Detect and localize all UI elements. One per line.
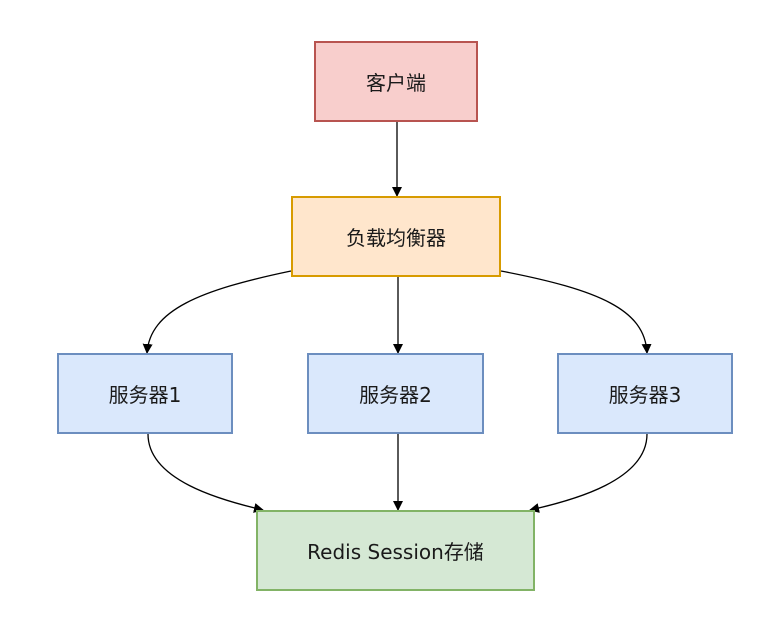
client-label: 客户端: [366, 71, 426, 95]
redis-session-store-label: Redis Session存储: [307, 540, 484, 564]
server-1-label: 服务器1: [108, 383, 182, 407]
client-node: 客户端: [314, 41, 478, 122]
edge-lb-to-server1: [142, 270, 292, 354]
server-2-label: 服务器2: [359, 383, 432, 407]
load-balancer-node: 负载均衡器: [291, 196, 501, 277]
server-2-node: 服务器2: [307, 353, 484, 434]
edge-server3-to-redis: [529, 433, 648, 513]
load-balancer-label: 负载均衡器: [346, 226, 446, 250]
redis-session-store-node: Redis Session存储: [256, 510, 535, 591]
server-1-node: 服务器1: [57, 353, 233, 434]
server-3-label: 服务器3: [608, 383, 682, 407]
edge-lb-to-server3: [500, 270, 652, 354]
server-3-node: 服务器3: [557, 353, 733, 434]
edge-server1-to-redis: [147, 433, 264, 513]
